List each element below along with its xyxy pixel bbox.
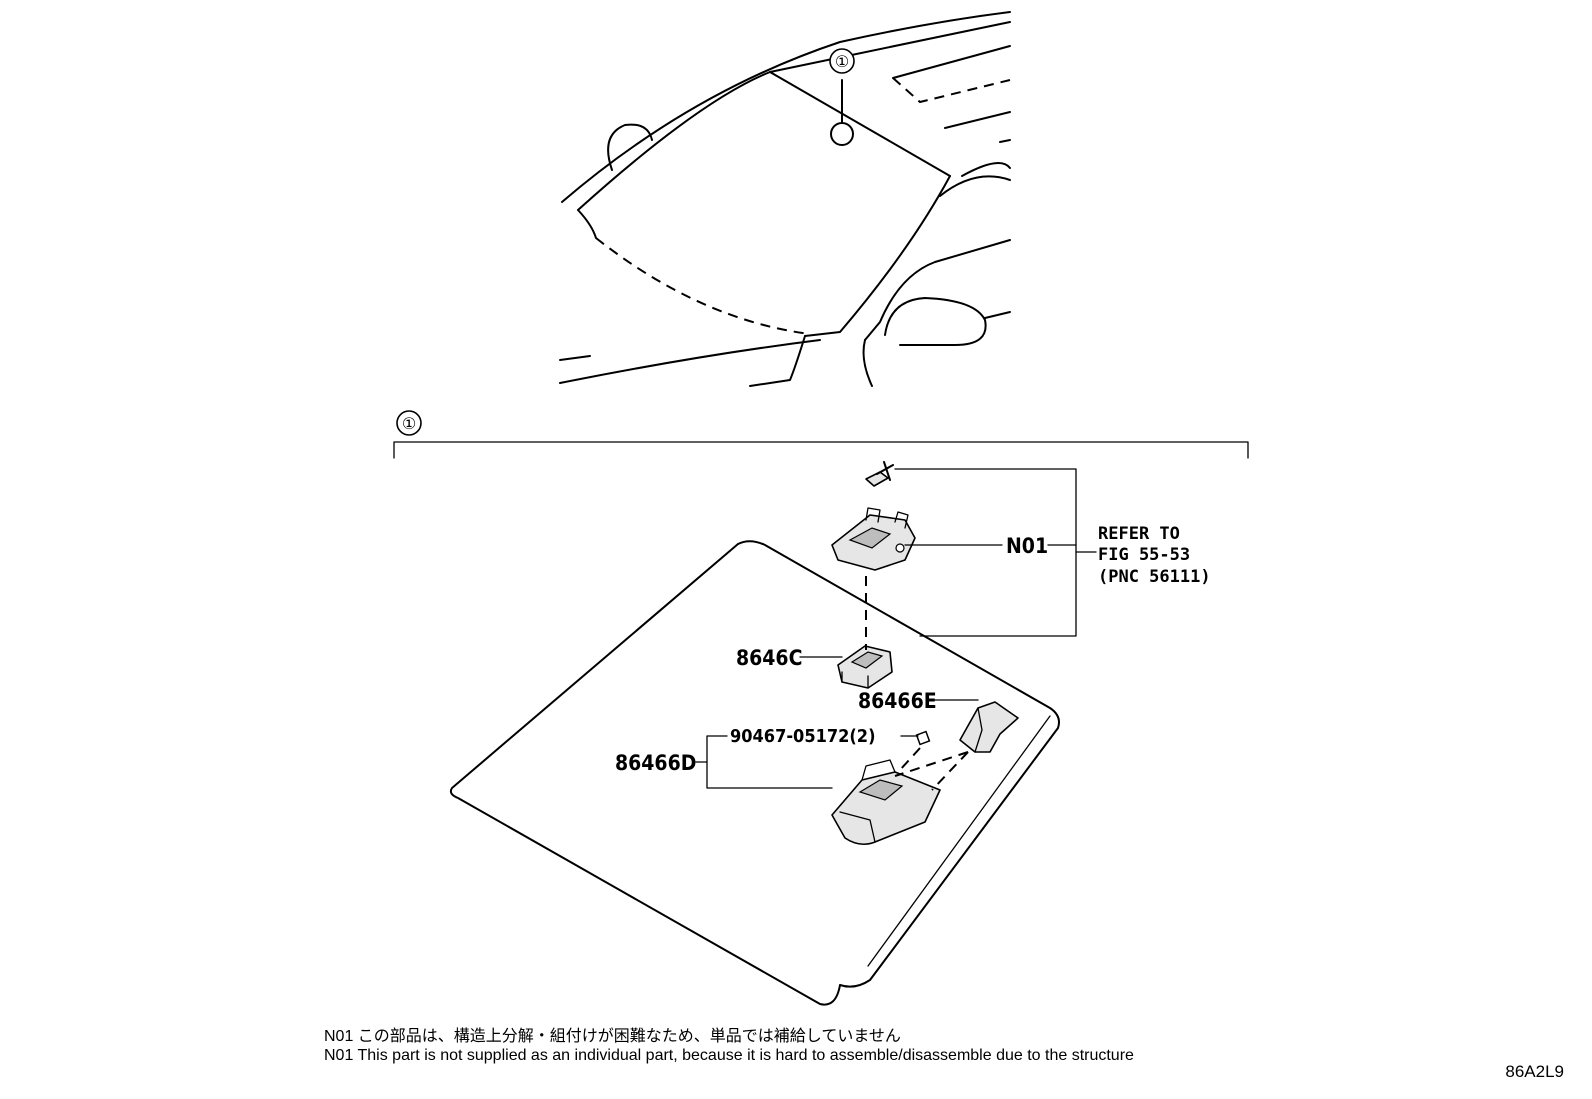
- label-86466d: 86466D: [615, 751, 696, 775]
- label-screw-90467-05172: 90467-05172(2): [730, 726, 875, 747]
- 86466d-cover-part: [831, 759, 941, 846]
- svg-text:①: ①: [835, 52, 849, 71]
- windshield-glass: [449, 540, 1060, 1006]
- clip-part: [865, 461, 894, 487]
- label-8646c: 8646C: [736, 646, 802, 670]
- note-n01-japanese: N01 この部品は、構造上分解・組付けが困難なため、単品では補給していません: [324, 1028, 901, 1045]
- refer-line-2: FIG 55-53: [1098, 545, 1190, 565]
- leader-lines: [695, 468, 1097, 789]
- diagram-code: 86A2L9: [1505, 1062, 1564, 1081]
- refer-line-1: REFER TO: [1098, 524, 1180, 544]
- 8646c-sensor-part: [837, 645, 893, 689]
- label-86466e: 86466E: [858, 689, 937, 713]
- car-overview-illustration: [559, 11, 1011, 387]
- 86466e-cover-part: [959, 701, 1019, 753]
- callout-1-bracket: ①: [393, 410, 1249, 459]
- assembly-dashed-lines: [865, 576, 969, 791]
- callout-1-top: ①: [829, 48, 855, 74]
- note-n01-english: N01 This part is not supplied as an indi…: [324, 1047, 1134, 1064]
- screw-part: [915, 730, 931, 746]
- svg-text:①: ①: [402, 414, 416, 433]
- label-n01: N01: [1006, 534, 1048, 558]
- n01-bracket-part: [831, 507, 916, 571]
- refer-line-3: (PNC 56111): [1098, 567, 1211, 587]
